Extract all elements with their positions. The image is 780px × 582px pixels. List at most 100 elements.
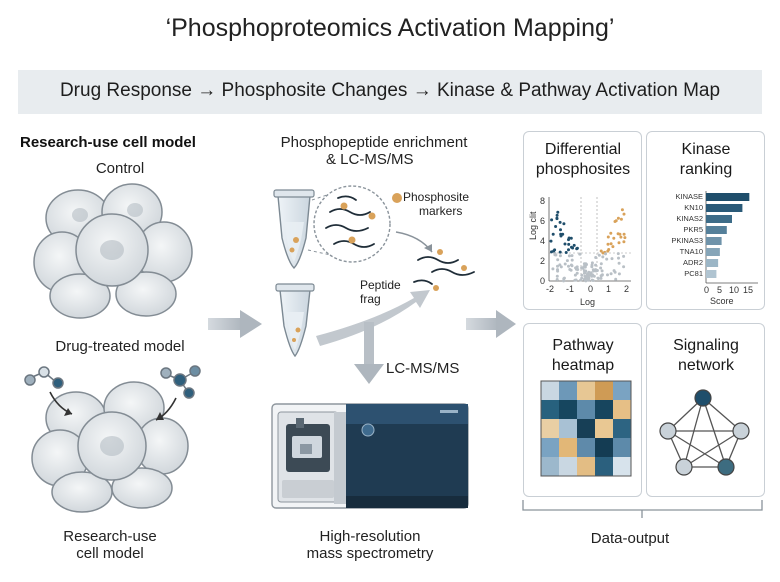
volcano-point [612,236,616,240]
volcano-point [572,243,576,247]
volcano-point [599,266,603,270]
volcano-ytick: 0 [540,276,546,286]
volcano-point [550,218,554,222]
volcano-point [609,231,613,235]
middle-footer-line1: High-resolution [319,528,421,545]
middle-footer-line2: mass spectrometry [306,545,434,562]
heatmap-cell [559,438,577,457]
volcano-point [549,239,553,243]
volcano-point [567,254,571,258]
volcano-point [622,254,626,258]
network-node [659,422,677,440]
volcano-point [620,208,624,212]
middle-footer: High-resolution mass spectrometry [270,528,470,562]
heatmap-cell [595,419,613,438]
volcano-point [559,234,563,238]
control-cell-cluster [33,183,193,319]
volcano-point [575,271,579,275]
volcano-point [609,242,613,246]
volcano-point [565,259,569,263]
volcano-point [555,278,559,281]
volcano-point [582,265,586,269]
volcano-point [599,262,603,266]
volcano-point [611,245,615,249]
volcano-point [599,249,603,253]
kinase-label: KINAS2 [676,214,703,223]
volcano-ytick: 6 [540,216,546,226]
volcano-point [570,254,574,258]
volcano-title: Differential phosphosites [523,140,643,180]
heatmap-cell [613,381,631,400]
kinase-title-line1: Kinase [681,141,731,158]
volcano-point [613,220,617,223]
data-output-bracket [522,500,763,511]
volcano-point [617,241,621,245]
volcano-point [594,256,598,259]
kinase-bar [706,215,732,223]
volcano-point [552,249,556,253]
heatmap-cell [559,400,577,419]
volcano-point [580,266,584,270]
volcano-point [578,252,582,256]
volcano-point [567,238,570,242]
heatmap-cell [541,381,559,400]
volcano-point [616,252,620,256]
cell-model-header: Research-use cell model [20,134,196,151]
volcano-point [591,268,595,272]
network-nodes [659,389,750,476]
network-node [694,389,712,407]
left-footer: Research-use cell model [30,528,190,562]
volcano-point [594,263,598,267]
page-title: ‘Phosphoproteomics Activation Mapping’ [165,14,615,42]
heatmap-cell [541,419,559,438]
volcano-point [570,258,574,262]
volcano-point [604,252,607,256]
volcano-point [555,274,559,278]
volcano-point [556,258,560,262]
volcano-point [590,274,594,278]
volcano-point [623,236,627,240]
volcano-point [597,253,601,257]
volcano-ytick: 4 [540,236,546,246]
network-node [717,458,735,476]
drug-molecule-right [160,365,201,399]
volcano-point [619,217,623,221]
volcano-point [562,279,566,283]
volcano-xtick: -2 [546,284,555,294]
volcano-point [606,242,610,246]
volcano-point [619,235,623,239]
volcano-point [584,279,588,283]
kinase-label: PC81 [684,269,703,278]
volcano-point [592,274,596,278]
kinase-label: PKINAS3 [671,236,703,245]
kinase-bar [706,226,727,234]
volcano-xtick: 1 [606,284,612,294]
heatmap-cell [595,438,613,457]
volcano-point [564,251,568,254]
left-footer-line2: cell model [76,545,144,562]
volcano-point [553,253,557,257]
heatmap-cell [595,457,613,476]
volcano-point [622,232,626,236]
volcano-point [558,220,562,224]
kinase-bar [706,193,750,201]
volcano-point [584,269,588,273]
volcano-point [559,228,562,232]
heatmap-title-line1: Pathway [552,337,614,354]
kinase-xtick: 10 [729,285,740,295]
kinase-title-line2: ranking [679,161,733,178]
marker-line2: markers [419,204,463,218]
kinase-bar [706,248,720,256]
heatmap-border [540,380,632,477]
phosphosite-marker-label: Phosphosite markers [403,190,469,218]
kinase-bar [706,237,722,245]
peptide-frag-label: Peptide frag [360,278,401,306]
volcano-point [556,210,560,214]
volcano-point [606,249,610,253]
enrichment-tube-bottom [275,283,315,358]
drug-molecule-left [24,366,64,389]
heatmap-cell [577,381,595,400]
lcms-label: LC-MS/MS [386,360,460,377]
volcano-point [600,269,604,273]
